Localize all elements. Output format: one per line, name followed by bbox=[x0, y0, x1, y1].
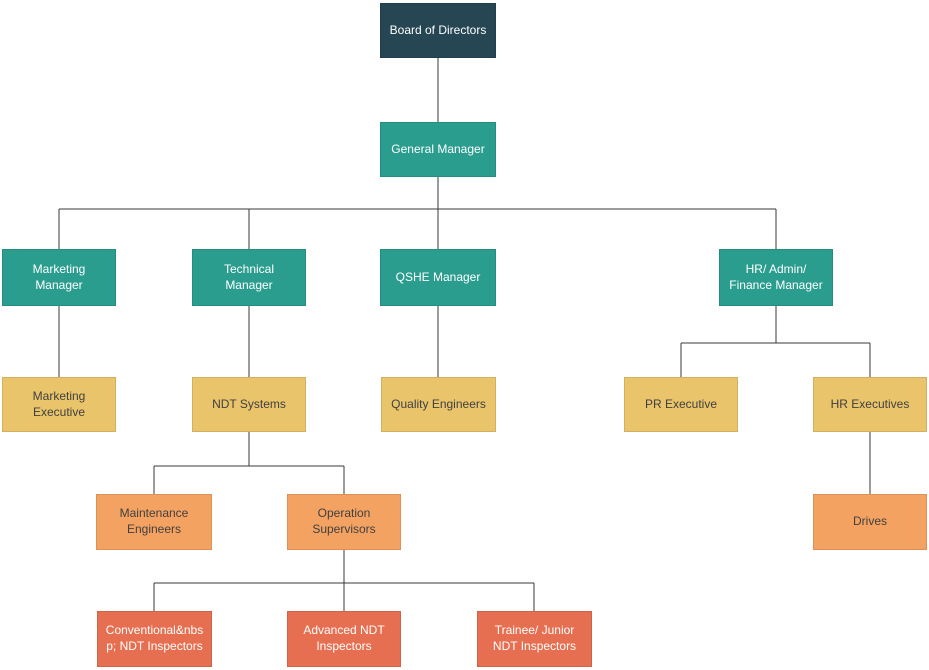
org-node-drives[interactable]: Drives bbox=[813, 494, 927, 550]
org-node-label: Operation Supervisors bbox=[312, 506, 376, 536]
org-node-advanced-ndt-inspectors[interactable]: Advanced NDT Inspectors bbox=[287, 611, 401, 667]
org-node-marketing-executive[interactable]: Marketing Executive bbox=[2, 377, 116, 432]
org-node-label: Maintenance Engineers bbox=[119, 506, 189, 536]
org-node-hr-admin-finance-manager[interactable]: HR/ Admin/ Finance Manager bbox=[719, 249, 833, 306]
org-node-conventional-ndt-inspectors[interactable]: Conventional&nbs p; NDT Inspectors bbox=[97, 611, 212, 667]
org-node-label: Technical Manager bbox=[223, 261, 275, 292]
org-node-ndt-systems[interactable]: NDT Systems bbox=[192, 377, 306, 432]
org-node-operation-supervisors[interactable]: Operation Supervisors bbox=[287, 494, 401, 550]
org-node-label: NDT Systems bbox=[212, 396, 286, 411]
org-node-trainee-junior-ndt-inspectors[interactable]: Trainee/ Junior NDT Inspectors bbox=[477, 611, 592, 667]
org-node-label: Advanced NDT Inspectors bbox=[303, 623, 385, 653]
org-node-pr-executive[interactable]: PR Executive bbox=[624, 377, 738, 432]
org-node-hr-executives[interactable]: HR Executives bbox=[813, 377, 927, 432]
org-node-qshe-manager[interactable]: QSHE Manager bbox=[380, 249, 496, 306]
org-node-label: Drives bbox=[852, 514, 887, 529]
org-node-label: QSHE Manager bbox=[395, 269, 481, 284]
org-node-maintenance-engineers[interactable]: Maintenance Engineers bbox=[96, 494, 212, 550]
org-node-label: Trainee/ Junior NDT Inspectors bbox=[492, 623, 577, 653]
org-node-marketing-manager[interactable]: Marketing Manager bbox=[2, 249, 116, 306]
org-node-label: General Manager bbox=[391, 141, 485, 156]
org-node-technical-manager[interactable]: Technical Manager bbox=[192, 249, 306, 306]
org-node-general-manager[interactable]: General Manager bbox=[380, 122, 496, 177]
org-node-label: Marketing Manager bbox=[32, 261, 86, 292]
org-node-label: PR Executive bbox=[644, 396, 718, 411]
org-node-label: Quality Engineers bbox=[391, 396, 486, 411]
org-node-quality-engineers[interactable]: Quality Engineers bbox=[381, 377, 496, 432]
org-node-label: Conventional&nbs p; NDT Inspectors bbox=[105, 623, 204, 653]
org-node-board-of-directors[interactable]: Board of Directors bbox=[380, 3, 496, 58]
org-node-label: HR Executives bbox=[830, 396, 910, 411]
org-node-label: HR/ Admin/ Finance Manager bbox=[729, 261, 823, 292]
org-node-label: Board of Directors bbox=[389, 22, 487, 37]
org-node-label: Marketing Executive bbox=[32, 388, 86, 419]
